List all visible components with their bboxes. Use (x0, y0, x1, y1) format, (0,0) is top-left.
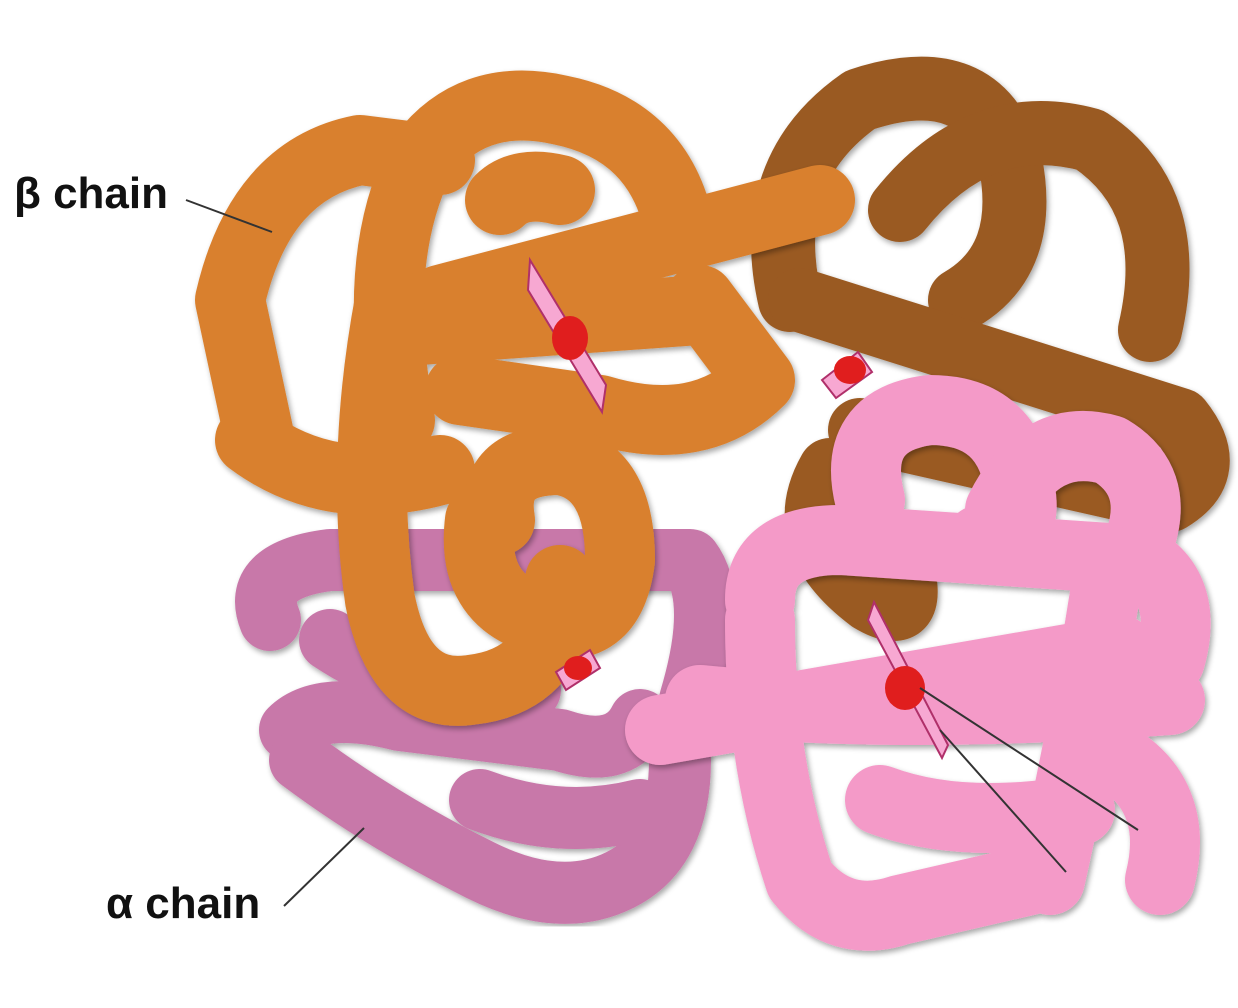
beta-leader-line (185, 199, 273, 233)
leader-lines (185, 199, 1139, 907)
beta-chain-front-subunit (195, 70, 855, 726)
heme-group-beta-back (820, 350, 874, 400)
beta-chain-label: β chain (14, 169, 168, 218)
iron-leader-line (919, 687, 1139, 831)
heme-group-alpha-front (866, 599, 950, 761)
heme-leader-line (939, 729, 1067, 873)
heme-group-alpha-back (554, 648, 602, 692)
alpha-chain-label: α chain (106, 879, 260, 928)
alpha-leader-line (283, 827, 365, 907)
heme-group-beta-front (526, 256, 608, 415)
alpha-chain-front-subunit (625, 375, 1211, 951)
